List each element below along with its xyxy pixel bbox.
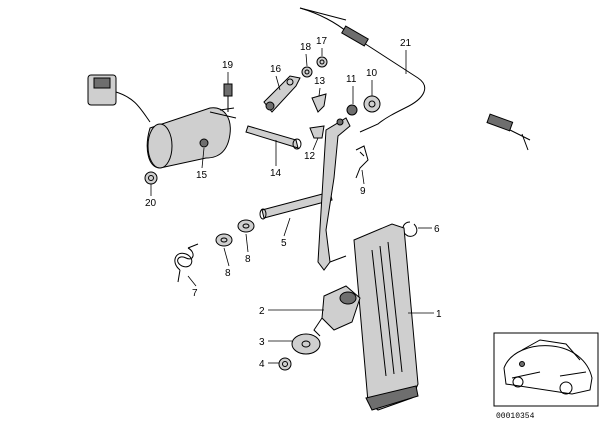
- callout-19: 19: [222, 60, 234, 71]
- callout-4: 4: [259, 359, 265, 370]
- callout-11: 11: [346, 74, 357, 85]
- callout-17: 17: [316, 36, 328, 47]
- callout-6: 6: [434, 224, 440, 235]
- circlip-6: [402, 221, 418, 237]
- callout-13: 13: [314, 76, 326, 87]
- callout-14: 14: [270, 168, 282, 179]
- bushing-11: [346, 104, 358, 116]
- rod-14: [245, 125, 302, 150]
- callout-7: 7: [192, 288, 198, 299]
- washer-3: [291, 333, 321, 355]
- callout-20: 20: [145, 198, 157, 209]
- nut-20: [144, 171, 158, 185]
- callout-8b: 8: [245, 254, 251, 265]
- pin-12: [309, 125, 325, 139]
- callout-5: 5: [281, 238, 287, 249]
- callout-12: 12: [304, 151, 316, 162]
- callout-10: 10: [366, 68, 378, 79]
- callout-16: 16: [270, 64, 282, 75]
- spring-7: [174, 243, 199, 283]
- bracket-16: [263, 75, 301, 113]
- bushing-10: [363, 95, 381, 113]
- callout-2: 2: [259, 306, 265, 317]
- bracket-9: [355, 145, 369, 179]
- pedal-shaft-5: [259, 117, 351, 271]
- bushing-8b: [237, 219, 255, 233]
- nut-17: [316, 56, 328, 68]
- washer-18: [301, 66, 313, 78]
- accelerator-pedal-1: [353, 223, 419, 411]
- callout-21: 21: [400, 38, 412, 49]
- clip-13: [311, 93, 327, 113]
- callout-3: 3: [259, 337, 265, 348]
- callout-9: 9: [360, 186, 366, 197]
- callout-8a: 8: [225, 268, 231, 279]
- bolt-19: [223, 83, 233, 112]
- callout-1: 1: [436, 309, 442, 320]
- leader-lines: [150, 48, 434, 364]
- nut-4: [278, 357, 292, 371]
- callout-15: 15: [196, 170, 208, 181]
- vehicle-location-inset: [493, 332, 599, 407]
- pedal-sensor-2: [313, 285, 361, 337]
- illustration-code: 00010354: [496, 412, 535, 421]
- actuator-motor: [87, 74, 237, 169]
- throttle-cable: [299, 7, 531, 151]
- bushing-8a: [215, 233, 233, 247]
- callout-18: 18: [300, 42, 312, 53]
